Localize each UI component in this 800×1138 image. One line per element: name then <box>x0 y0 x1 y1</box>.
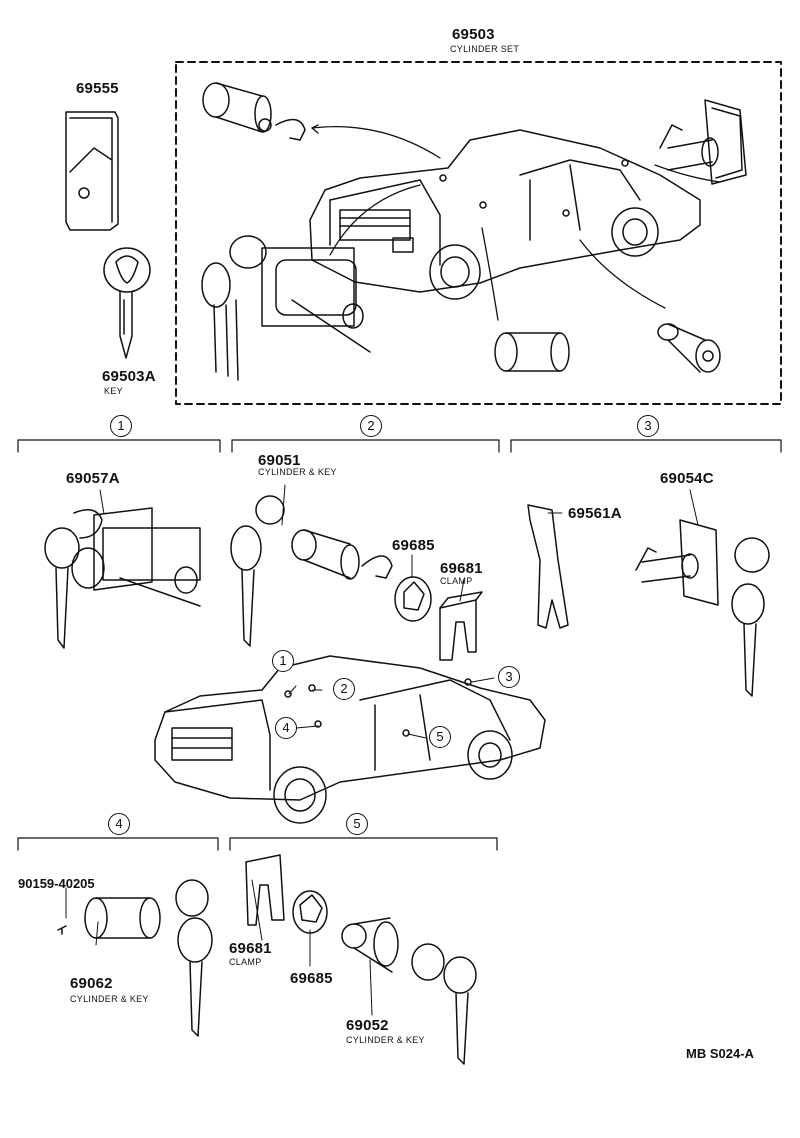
case-number: 69555 <box>76 80 119 97</box>
glove-cylinder-drawing <box>85 880 212 1036</box>
set-glove-cylinder <box>495 333 569 371</box>
ignition-cylinder-drawing <box>45 508 200 648</box>
car-callout-5: 5 <box>429 726 451 748</box>
cylinder-set-frame <box>176 62 781 404</box>
cylinder-set-desc: CYLINDER SET <box>450 44 520 54</box>
clamp-lower-number: 69681 <box>229 940 272 957</box>
car-callout-1: 1 <box>272 650 294 672</box>
car-callout-3: 3 <box>498 666 520 688</box>
rear-cylinder-drawing <box>342 918 476 1064</box>
door-cylinder-number: 69051 <box>258 452 301 469</box>
install-arrows <box>312 125 720 320</box>
clamp-drawing-upper <box>440 592 482 660</box>
set-door-cylinder <box>203 83 305 140</box>
group-2-callout: 2 <box>360 415 382 437</box>
diagram-code: MB S024-A <box>686 1046 754 1061</box>
clamp-lower-desc: CLAMP <box>229 957 262 967</box>
car-callout-4: 4 <box>275 717 297 739</box>
group-3-callout: 3 <box>637 415 659 437</box>
cylinder-set-number: 69503 <box>452 26 495 43</box>
glove-cylinder-desc: CYLINDER & KEY <box>70 994 149 1004</box>
group-1-callout: 1 <box>110 415 132 437</box>
screw-number: 90159-40205 <box>18 876 95 891</box>
rear-cylinder-desc: CYLINDER & KEY <box>346 1035 425 1045</box>
key-number: 69503A <box>102 368 156 385</box>
key-case-drawing <box>66 112 118 230</box>
trunk-cylinder-number: 69054C <box>660 470 714 487</box>
set-rear-cylinder <box>658 324 720 372</box>
group-4-callout: 4 <box>108 813 130 835</box>
car-drawing-lower <box>155 656 545 823</box>
car-drawing-upper <box>310 130 700 299</box>
ignition-number: 69057A <box>66 470 120 487</box>
group-5-callout: 5 <box>346 813 368 835</box>
group-bars <box>18 440 781 850</box>
screw-drawing <box>58 926 66 934</box>
set-ignition <box>202 236 370 380</box>
set-trunk-cylinder <box>660 100 746 184</box>
clamp-drawing-lower <box>246 855 284 925</box>
clamp-upper-number: 69681 <box>440 560 483 577</box>
ring-drawing-upper <box>395 577 431 621</box>
ring-lower-number: 69685 <box>290 970 333 987</box>
door-cylinder-drawing <box>231 496 392 646</box>
door-cylinder-desc: CYLINDER & KEY <box>258 467 337 477</box>
key-drawing <box>104 248 150 358</box>
bracket-drawing <box>528 505 568 628</box>
ring-upper-number: 69685 <box>392 537 435 554</box>
key-desc: KEY <box>104 386 123 396</box>
clamp-upper-desc: CLAMP <box>440 576 473 586</box>
glove-cylinder-number: 69062 <box>70 975 113 992</box>
trunk-cylinder-drawing <box>636 520 769 696</box>
rear-cylinder-number: 69052 <box>346 1017 389 1034</box>
ring-drawing-lower <box>293 891 327 933</box>
leader-lines <box>66 485 698 1015</box>
car-callout-2: 2 <box>333 678 355 700</box>
bracket-number: 69561A <box>568 505 622 522</box>
